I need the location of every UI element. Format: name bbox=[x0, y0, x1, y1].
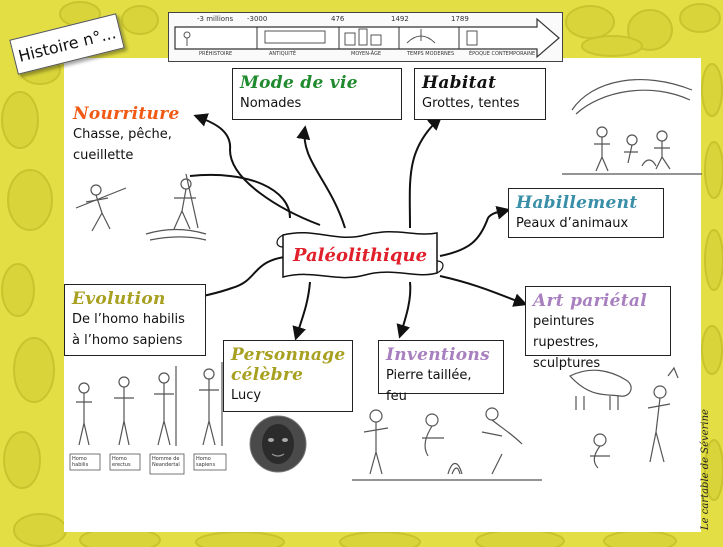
node-habitat: Habitat Grottes, tentes bbox=[414, 68, 546, 120]
node-title: célèbre bbox=[231, 365, 304, 385]
node-content: Pierre taillée, feu bbox=[386, 368, 472, 404]
node-nourriture: Nourriture Chasse, pêche, cueillette bbox=[66, 100, 192, 168]
author-credit: Le cartable de Séverine bbox=[700, 409, 711, 530]
node-content: peintures rupestres, bbox=[533, 314, 599, 350]
timeline-arrow bbox=[174, 17, 560, 59]
hunters-illustration bbox=[75, 173, 207, 241]
timeline-marker: -3 millions bbox=[197, 15, 234, 23]
lucy-portrait bbox=[249, 415, 307, 473]
node-art-parietal: Art pariétal peintures rupestres, sculpt… bbox=[525, 286, 671, 371]
timeline-marker: -3000 bbox=[247, 15, 268, 23]
node-title: Art pariétal bbox=[533, 291, 647, 311]
node-content: cueillette bbox=[73, 148, 134, 163]
evolution-label: Homo sapiens bbox=[196, 456, 216, 468]
node-content: sculptures bbox=[533, 356, 601, 371]
node-inventions: Inventions Pierre taillée, feu bbox=[378, 340, 504, 404]
node-title: Mode de vie bbox=[240, 73, 358, 93]
timeline-period: PRÉHISTOIRE bbox=[199, 51, 233, 57]
timeline-period: TEMPS MODERNES bbox=[407, 51, 455, 57]
node-content: Peaux d’animaux bbox=[516, 216, 629, 231]
scroll-shape bbox=[276, 231, 444, 279]
cave-painting-illustration bbox=[569, 366, 679, 469]
timeline-period: MOYEN-ÂGE bbox=[351, 51, 381, 57]
node-mode-de-vie: Mode de vie Nomades bbox=[232, 68, 402, 120]
timeline-marker: 476 bbox=[331, 15, 345, 23]
timeline-period: ANTIQUITÉ bbox=[269, 51, 296, 57]
node-evolution: Evolution De l’homo habilis à l’homo sap… bbox=[64, 284, 206, 356]
timeline-period: ÉPOQUE CONTEMPORAINE bbox=[469, 51, 536, 57]
node-content: Nomades bbox=[240, 96, 302, 111]
node-content: à l’homo sapiens bbox=[72, 333, 183, 348]
node-title: Habitat bbox=[422, 73, 497, 93]
node-title: Inventions bbox=[386, 345, 490, 365]
central-topic: Paléolithique bbox=[275, 227, 445, 283]
node-title: Nourriture bbox=[73, 104, 180, 124]
timeline-marker: 1789 bbox=[451, 15, 469, 23]
central-label: Paléolithique bbox=[292, 244, 428, 266]
node-title: Personnage bbox=[231, 345, 346, 365]
inventions-illustration bbox=[352, 407, 542, 481]
node-habillement: Habillement Peaux d’animaux bbox=[508, 188, 664, 238]
evolution-label: Homo habilis bbox=[72, 456, 89, 468]
node-title: Evolution bbox=[72, 289, 166, 309]
node-content: De l’homo habilis bbox=[72, 312, 185, 327]
cave-dwellers-illustration bbox=[562, 79, 702, 175]
node-content: Chasse, pêche, bbox=[73, 127, 172, 142]
node-title: Habillement bbox=[516, 193, 638, 213]
timeline-marker: 1492 bbox=[391, 15, 409, 23]
evolution-illustration bbox=[69, 362, 227, 475]
node-content: Grottes, tentes bbox=[422, 96, 520, 111]
evolution-label: Homo erectus bbox=[112, 456, 131, 468]
evolution-label: Homme de Neandertal bbox=[152, 456, 180, 468]
node-content: Lucy bbox=[231, 388, 262, 403]
history-timeline: -3 millions -3000 476 1492 1789 PRÉHISTO… bbox=[168, 12, 563, 62]
node-personnage: Personnage célèbre Lucy bbox=[223, 340, 353, 412]
